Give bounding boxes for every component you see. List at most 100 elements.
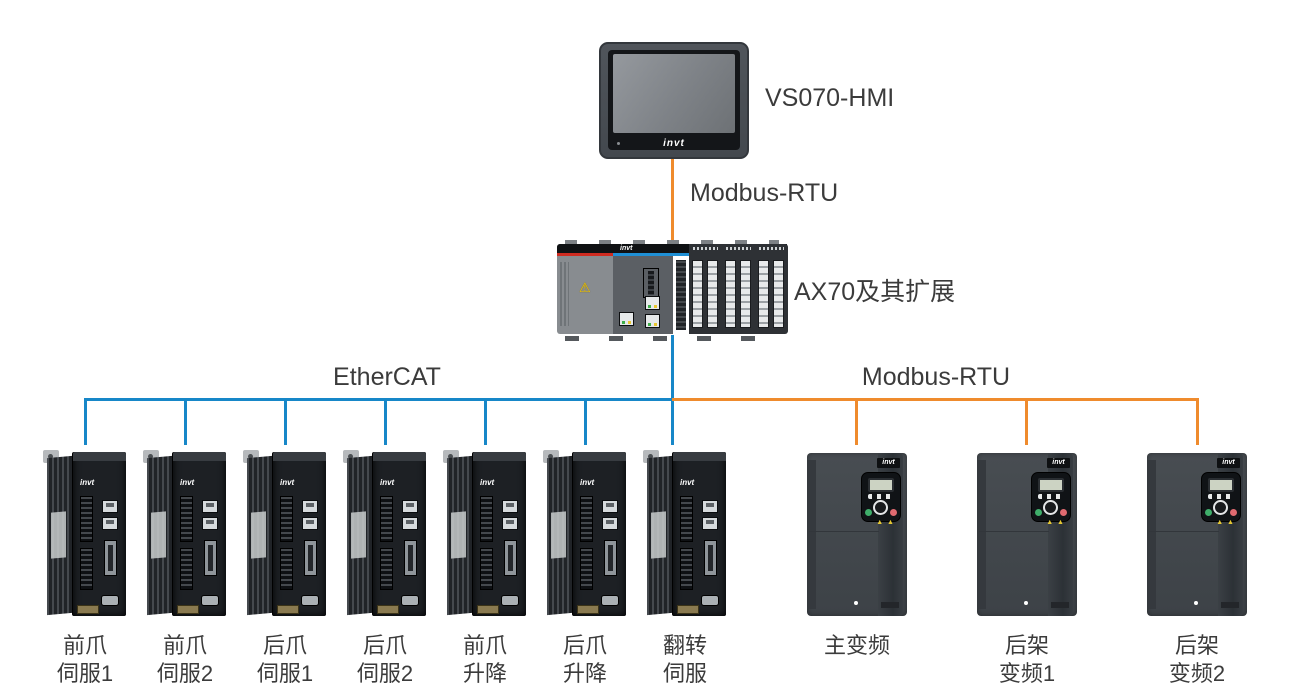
top-cap bbox=[373, 452, 426, 461]
jog-dial bbox=[1213, 500, 1228, 515]
invt-logo: invt bbox=[1217, 458, 1240, 468]
side-flange bbox=[977, 460, 986, 609]
ethercat-drop-6 bbox=[584, 398, 587, 445]
servo-drive-6: invt bbox=[543, 450, 627, 618]
ground-clamp bbox=[477, 605, 499, 614]
rating-label bbox=[1221, 602, 1239, 608]
ethercat-drop-5 bbox=[484, 398, 487, 445]
io-connector bbox=[80, 548, 93, 590]
terminal-strip bbox=[758, 260, 769, 328]
top-cap bbox=[673, 452, 726, 461]
button-row bbox=[1208, 494, 1234, 499]
servo-label-line1: 后爪 bbox=[562, 633, 607, 658]
invt-logo: invt bbox=[620, 245, 633, 252]
servo-label-line2: 升降 bbox=[462, 661, 507, 686]
ethernet-port-icon bbox=[102, 500, 118, 513]
invt-logo: invt bbox=[580, 478, 595, 487]
front-panel: invt bbox=[72, 452, 126, 616]
ethernet-port-icon bbox=[202, 500, 218, 513]
invt-logo: invt bbox=[480, 478, 495, 487]
plc-red-stripe bbox=[557, 253, 613, 256]
hmi-screen bbox=[613, 54, 735, 133]
screw-dot bbox=[1024, 601, 1028, 605]
ethernet-port-icon bbox=[402, 517, 418, 530]
servo-label-line1: 前爪 bbox=[462, 633, 507, 658]
servo-label-line2: 伺服 bbox=[662, 661, 707, 686]
servo-label-line1: 前爪 bbox=[162, 633, 207, 658]
invt-logo: invt bbox=[180, 478, 195, 487]
terminal-strip bbox=[725, 260, 736, 328]
stop-button bbox=[1060, 509, 1067, 516]
hmi-device: invt bbox=[599, 42, 749, 159]
led-row bbox=[759, 247, 784, 250]
side-label bbox=[551, 511, 566, 559]
ethercat-bus-label: EtherCAT bbox=[333, 363, 441, 391]
ethernet-port-icon bbox=[202, 517, 218, 530]
side-label bbox=[651, 511, 666, 559]
terminal-strip bbox=[740, 260, 751, 328]
ground-clamp bbox=[577, 605, 599, 614]
dsub-connector bbox=[701, 595, 719, 606]
dsub-connector bbox=[601, 595, 619, 606]
indicator-triangles-icon: ▲ ▲ bbox=[1046, 519, 1065, 526]
rating-label bbox=[1051, 602, 1069, 608]
io-connector bbox=[280, 548, 293, 590]
vfd-label-line1: 主变频 bbox=[823, 633, 890, 658]
rating-label bbox=[881, 602, 899, 608]
servo-drive-2: invt bbox=[143, 450, 227, 618]
hmi-plc-bus-label: Modbus-RTU bbox=[690, 179, 839, 207]
side-flange bbox=[1147, 460, 1156, 609]
servo-drive-4: invt bbox=[343, 450, 427, 618]
side-label bbox=[151, 511, 166, 559]
stop-button bbox=[890, 509, 897, 516]
ethercat-drop-3 bbox=[284, 398, 287, 445]
lcd-display bbox=[1208, 478, 1234, 492]
cover-seam bbox=[979, 531, 1049, 532]
vfd-label-line2: 变频2 bbox=[1168, 661, 1226, 686]
io-connector bbox=[680, 496, 693, 542]
ethernet-port-icon bbox=[102, 517, 118, 530]
terminal-strip bbox=[692, 260, 703, 328]
vfd-unit-1: invt ▲ ▲ bbox=[807, 453, 907, 616]
run-button bbox=[865, 509, 872, 516]
servo-label-line1: 前爪 bbox=[62, 633, 107, 658]
screw-dot bbox=[854, 601, 858, 605]
side-label bbox=[351, 511, 366, 559]
io-connector bbox=[580, 548, 593, 590]
ethernet-port-icon bbox=[645, 314, 660, 328]
plc-feet bbox=[565, 336, 779, 341]
servo-drive-7: invt bbox=[643, 450, 727, 618]
top-cap bbox=[273, 452, 326, 461]
invt-logo: invt bbox=[680, 478, 695, 487]
side-label bbox=[451, 511, 466, 559]
io-connector bbox=[480, 496, 493, 542]
side-label bbox=[51, 511, 66, 559]
encoder-connector bbox=[704, 540, 717, 576]
cover-seam bbox=[809, 531, 879, 532]
ethernet-port-icon bbox=[619, 312, 634, 326]
front-panel: invt bbox=[572, 452, 626, 616]
plc-expansion-module bbox=[689, 244, 722, 334]
invt-logo: invt bbox=[380, 478, 395, 487]
keypad-panel bbox=[1201, 472, 1241, 522]
indicator-triangles-icon: ▲ ▲ bbox=[876, 519, 895, 526]
led-row bbox=[693, 247, 718, 250]
servo-drive-5: invt bbox=[443, 450, 527, 618]
servo-label-line2: 伺服1 bbox=[256, 661, 314, 686]
ethercat-drop-4 bbox=[384, 398, 387, 445]
io-connector bbox=[580, 496, 593, 542]
plc-power-top-band bbox=[557, 244, 613, 253]
ground-clamp bbox=[277, 605, 299, 614]
modbus-drop-1 bbox=[855, 398, 858, 445]
front-panel: invt bbox=[672, 452, 726, 616]
ground-clamp bbox=[677, 605, 699, 614]
encoder-connector bbox=[104, 540, 117, 576]
run-button bbox=[1035, 509, 1042, 516]
wire-plc-down bbox=[671, 335, 674, 445]
vfd-label-3: 后架 变频2 bbox=[1137, 632, 1257, 688]
indicator-triangles-icon: ▲ ▲ bbox=[1216, 519, 1235, 526]
encoder-connector bbox=[304, 540, 317, 576]
jog-dial bbox=[1043, 500, 1058, 515]
top-cap bbox=[73, 452, 126, 461]
